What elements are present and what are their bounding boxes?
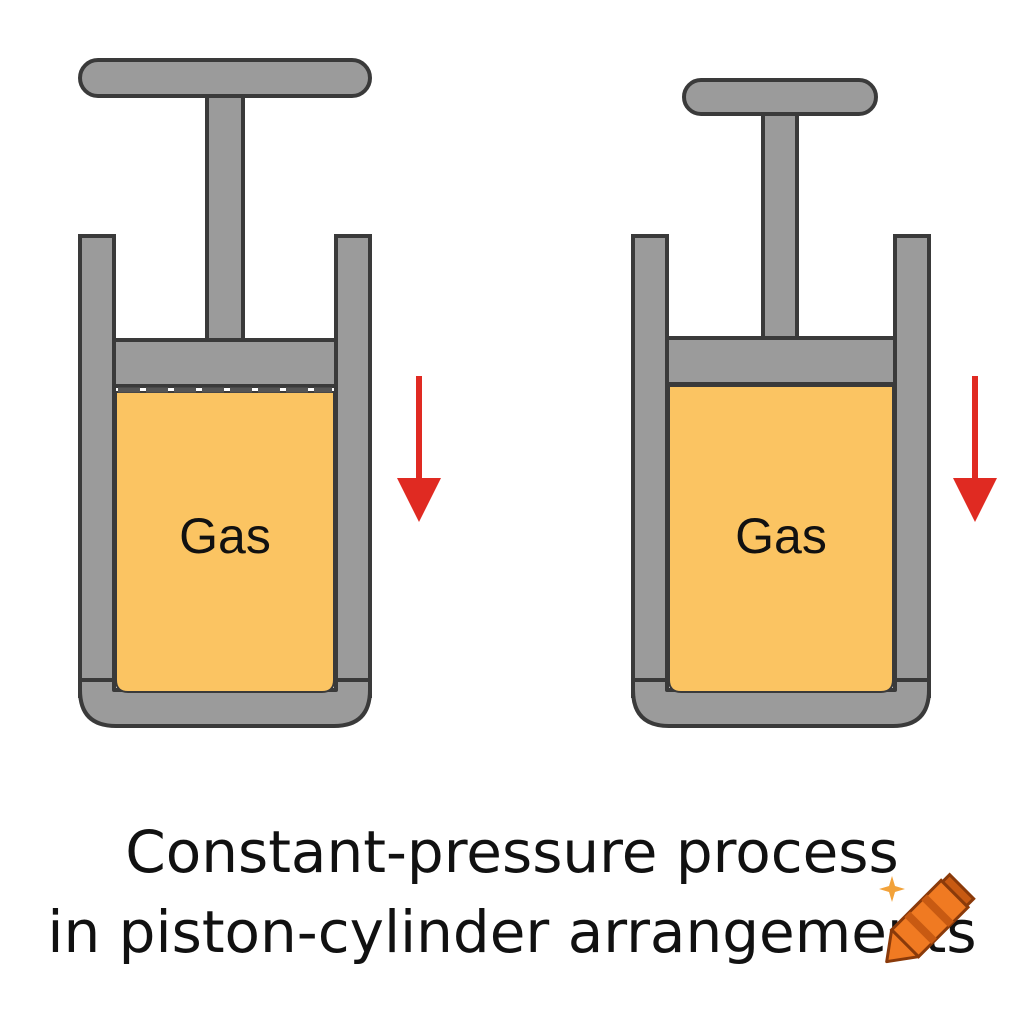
left-gas-label: Gas — [179, 508, 271, 564]
left-piston-head — [112, 338, 338, 388]
right-cylinder-wall-right — [893, 234, 931, 698]
right-cylinder-wall-left — [631, 234, 669, 698]
crayon-icon — [879, 872, 976, 964]
caption-line-2: in piston-cylinder arrangements — [47, 898, 977, 966]
left-cylinder-wall-right — [334, 234, 372, 698]
right-gas-region — [668, 385, 894, 693]
right-piston-head — [665, 336, 897, 386]
diagram-caption: Constant-pressure process in piston-cyli… — [0, 812, 1024, 972]
left-piston-rod — [205, 92, 245, 342]
caption-line-1: Constant-pressure process — [125, 818, 899, 886]
left-cylinder-assembly: Gas — [78, 58, 441, 728]
left-cylinder-wall-left — [78, 234, 116, 698]
right-piston-handle — [682, 78, 878, 116]
right-cylinder-assembly: Gas — [631, 78, 997, 728]
left-down-arrow-icon — [397, 376, 441, 522]
right-piston-rod — [761, 112, 799, 340]
right-gas-label: Gas — [735, 508, 827, 564]
left-gas-region — [115, 391, 335, 693]
left-piston-handle — [78, 58, 372, 98]
right-down-arrow-icon — [953, 376, 997, 522]
